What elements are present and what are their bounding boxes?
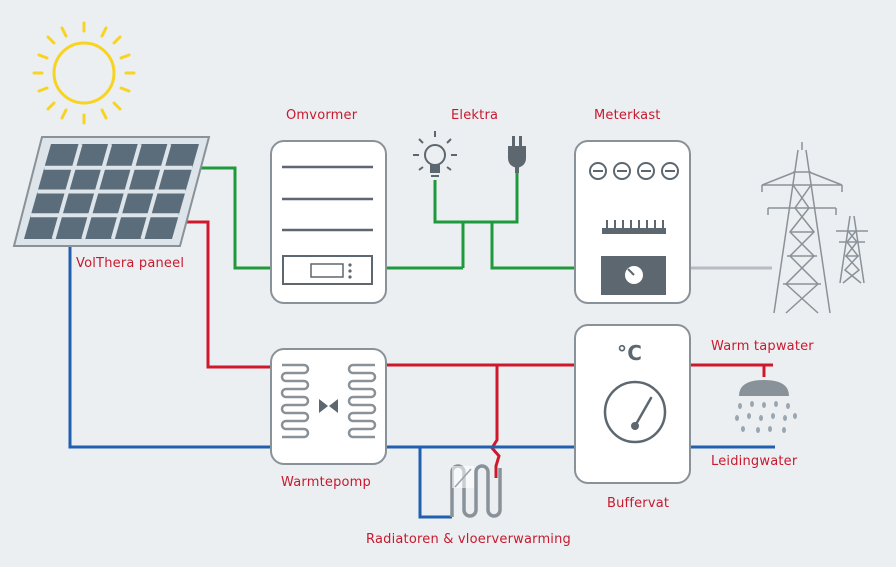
heat-exchanger-coil-left [280, 363, 310, 439]
light-bulb-icon [413, 131, 457, 177]
power-plug-icon [508, 136, 526, 173]
inverter-label: Omvormer [286, 108, 358, 123]
gauge-icon [603, 380, 667, 444]
electric-lines [195, 166, 575, 270]
temperature-unit-label: °C [617, 341, 643, 365]
heat-pump-label: Warmtepomp [281, 475, 371, 490]
sun-icon [32, 21, 136, 125]
inverter-unit [270, 140, 387, 304]
heat-pump-unit [270, 348, 387, 465]
expansion-valve-icon [319, 399, 328, 413]
electricity-label: Elektra [451, 108, 499, 123]
solar-panel-icon [12, 136, 211, 247]
heat-exchanger-coil-right [347, 363, 377, 439]
meter-cabinet-label: Meterkast [594, 108, 661, 123]
transmission-tower-icon [761, 142, 868, 314]
meter-cabinet-unit [574, 140, 691, 304]
buffer-tank-label: Buffervat [607, 496, 670, 511]
hot-water-lines [177, 220, 773, 478]
cold-water-lines [68, 240, 775, 519]
solar-panel-label: VolThera paneel [76, 256, 185, 271]
warm-tap-water-label: Warm tapwater [711, 339, 814, 354]
mains-water-label: Leidingwater [711, 454, 798, 469]
buffer-tank-unit [574, 324, 691, 484]
radiator-icon [450, 464, 502, 518]
radiators-label: Radiatoren & vloerverwarming [366, 532, 572, 547]
shower-head-icon [735, 380, 797, 433]
